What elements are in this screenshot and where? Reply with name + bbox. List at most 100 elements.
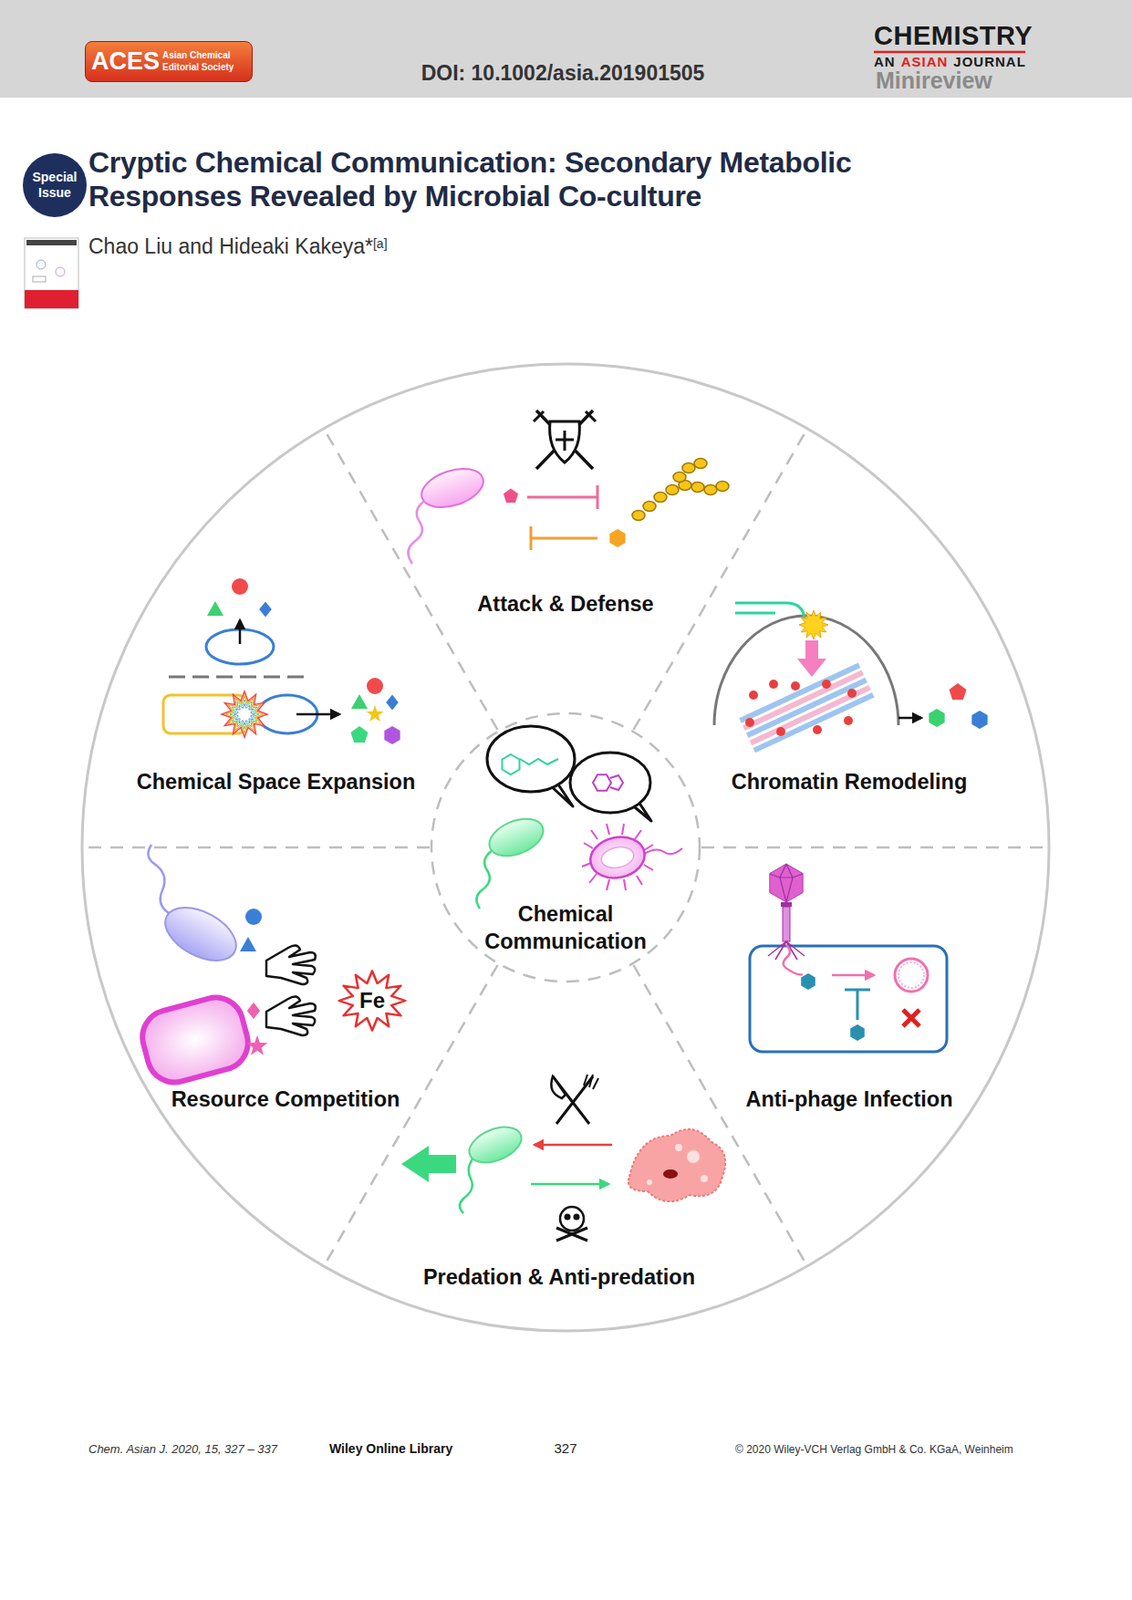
doi: DOI: 10.1002/asia.201901505 (380, 60, 746, 86)
predation-illustration-part (628, 1129, 726, 1202)
predation-illustration-part (556, 1227, 588, 1241)
cover-thumbnail-part (32, 276, 46, 282)
anti-phage-illustration-part (749, 945, 947, 1052)
attack-defense-illustration-part (550, 421, 581, 463)
center-hub: Chemical Communication (429, 711, 702, 984)
chemical-space-illustration-part (231, 578, 249, 595)
wheel-sector: Chemical Space Expansion (118, 565, 434, 803)
node-text: Asian Chemical Editorial Society (162, 49, 252, 73)
authors: Chao Liu and Hideaki Kakeya* (88, 234, 374, 259)
attack-defense-illustration (407, 410, 729, 564)
chromatin-illustration-part (898, 716, 922, 720)
node-text: Chemical Space Expansion (118, 768, 434, 796)
predation-illustration-part (550, 1076, 566, 1099)
communication-illustration-part (581, 823, 654, 891)
chromatin-illustration-part-part (776, 726, 786, 737)
journal-logo-word: AN (873, 53, 896, 70)
chromatin-illustration-part (928, 708, 945, 727)
anti-phage-illustration-part (783, 945, 803, 976)
chromatin-illustration-part (971, 710, 987, 729)
publisher-platform: Wiley Online Library (329, 1441, 453, 1457)
chromatin-illustration (714, 602, 988, 753)
chromatin-illustration-part (797, 640, 827, 677)
chromatin-illustration-part (745, 679, 857, 737)
anti-phage-illustration-part (779, 863, 793, 878)
chemical-space-illustration-part (234, 704, 256, 726)
attack-defense-illustration-part-part (694, 458, 707, 469)
wheel-outline-part (82, 363, 1049, 1331)
communication-illustration-part (484, 811, 550, 864)
node-text: Special Issue (27, 152, 83, 219)
attack-defense-illustration-part-part (673, 472, 686, 483)
anti-phage-illustration (749, 863, 947, 1052)
predation-illustration (401, 1074, 726, 1241)
attack-defense-illustration-part-part (654, 492, 667, 503)
wheel-sector: Predation & Anti-predation (394, 1076, 724, 1296)
predation-illustration-part (560, 1206, 584, 1231)
chemical-space-illustration-part (168, 675, 312, 679)
predation-illustration-part-part (583, 1074, 588, 1086)
anti-phage-illustration-part (780, 902, 792, 907)
chromatin-illustration-part (738, 662, 874, 753)
attack-defense-illustration-part (609, 529, 625, 548)
communication-illustration-part-part (606, 823, 610, 835)
node-text: Anti-phage Infection (712, 1085, 987, 1113)
chemical-space-illustration-part (384, 726, 400, 745)
attack-defense-illustration-part-part (704, 485, 717, 496)
cover-thumbnail-part (24, 290, 79, 309)
attack-defense-illustration-part (632, 458, 729, 521)
predation-illustration-part (564, 1214, 572, 1221)
journal-logo: CHEMISTRY (873, 20, 1033, 51)
wheel-sector: Chromatin Remodeling (698, 565, 1000, 803)
chemical-space-illustration-part (351, 694, 368, 709)
chromatin-illustration-part (799, 610, 829, 640)
cover-thumbnail-part (36, 259, 46, 270)
cover-thumbnail-part (55, 267, 65, 277)
header-band-part (873, 51, 1026, 54)
anti-phage-illustration-part-part (768, 941, 787, 956)
journal-logo-word: ASIAN (901, 53, 949, 70)
predation-illustration-part (646, 1179, 653, 1185)
communication-illustration-part (599, 843, 636, 871)
attack-defense-illustration-part-part (643, 501, 656, 512)
copyright: © 2020 Wiley-VCH Verlag GmbH & Co. KGaA,… (735, 1442, 1014, 1457)
predation-illustration-part (556, 1076, 593, 1124)
attack-defense-illustration-part (416, 461, 489, 515)
communication-illustration-part-part (643, 844, 654, 851)
attack-defense-illustration-part (503, 488, 519, 503)
communication-illustration-part (610, 775, 624, 790)
communication-illustration (476, 726, 683, 909)
page-number: 327 (542, 1440, 589, 1457)
chemical-space-illustration-part (366, 677, 384, 695)
anti-phage-illustration-part (903, 1009, 920, 1027)
attack-defense-illustration-part (536, 410, 593, 469)
chromatin-illustration-part-part (768, 679, 779, 689)
attack-defense-illustration-part (407, 501, 424, 564)
anti-phage-illustration-part (894, 958, 928, 992)
communication-illustration-part-part (634, 830, 642, 840)
anti-phage-illustration-part-part (775, 941, 787, 960)
special-issue-badge: Special Issue (21, 152, 88, 219)
node-text: Chemical Communication (469, 900, 662, 956)
chemical-space-illustration-part (385, 695, 399, 711)
resource-competition-illustration-part (245, 908, 262, 925)
attack-defense-illustration-part-part (682, 463, 696, 474)
resource-competition-illustration-part (247, 1002, 260, 1019)
communication-illustration-part (586, 831, 649, 883)
resource-competition-illustration-part (266, 945, 316, 985)
resource-competition-illustration-part (239, 936, 257, 952)
chromatin-illustration-part-part (847, 688, 857, 698)
predation-illustration-part (530, 1183, 609, 1186)
chromatin-illustration-part-part (812, 725, 822, 735)
wheel-outline-part-part (633, 965, 809, 1267)
predation-illustration-part (583, 1074, 599, 1090)
anti-phage-illustration-part (782, 906, 790, 942)
citation: Chem. Asian J. 2020, 15, 327 – 337 (88, 1442, 278, 1457)
node-text: Predation & Anti-predation (394, 1263, 724, 1291)
attack-defense-illustration-part (536, 410, 593, 469)
anti-phage-illustration-part (800, 973, 816, 990)
communication-illustration-part-part (606, 879, 610, 891)
chromatin-illustration-part-part (790, 681, 800, 691)
wheel-outline-part (82, 428, 1049, 1267)
communication-illustration-part (519, 758, 559, 765)
